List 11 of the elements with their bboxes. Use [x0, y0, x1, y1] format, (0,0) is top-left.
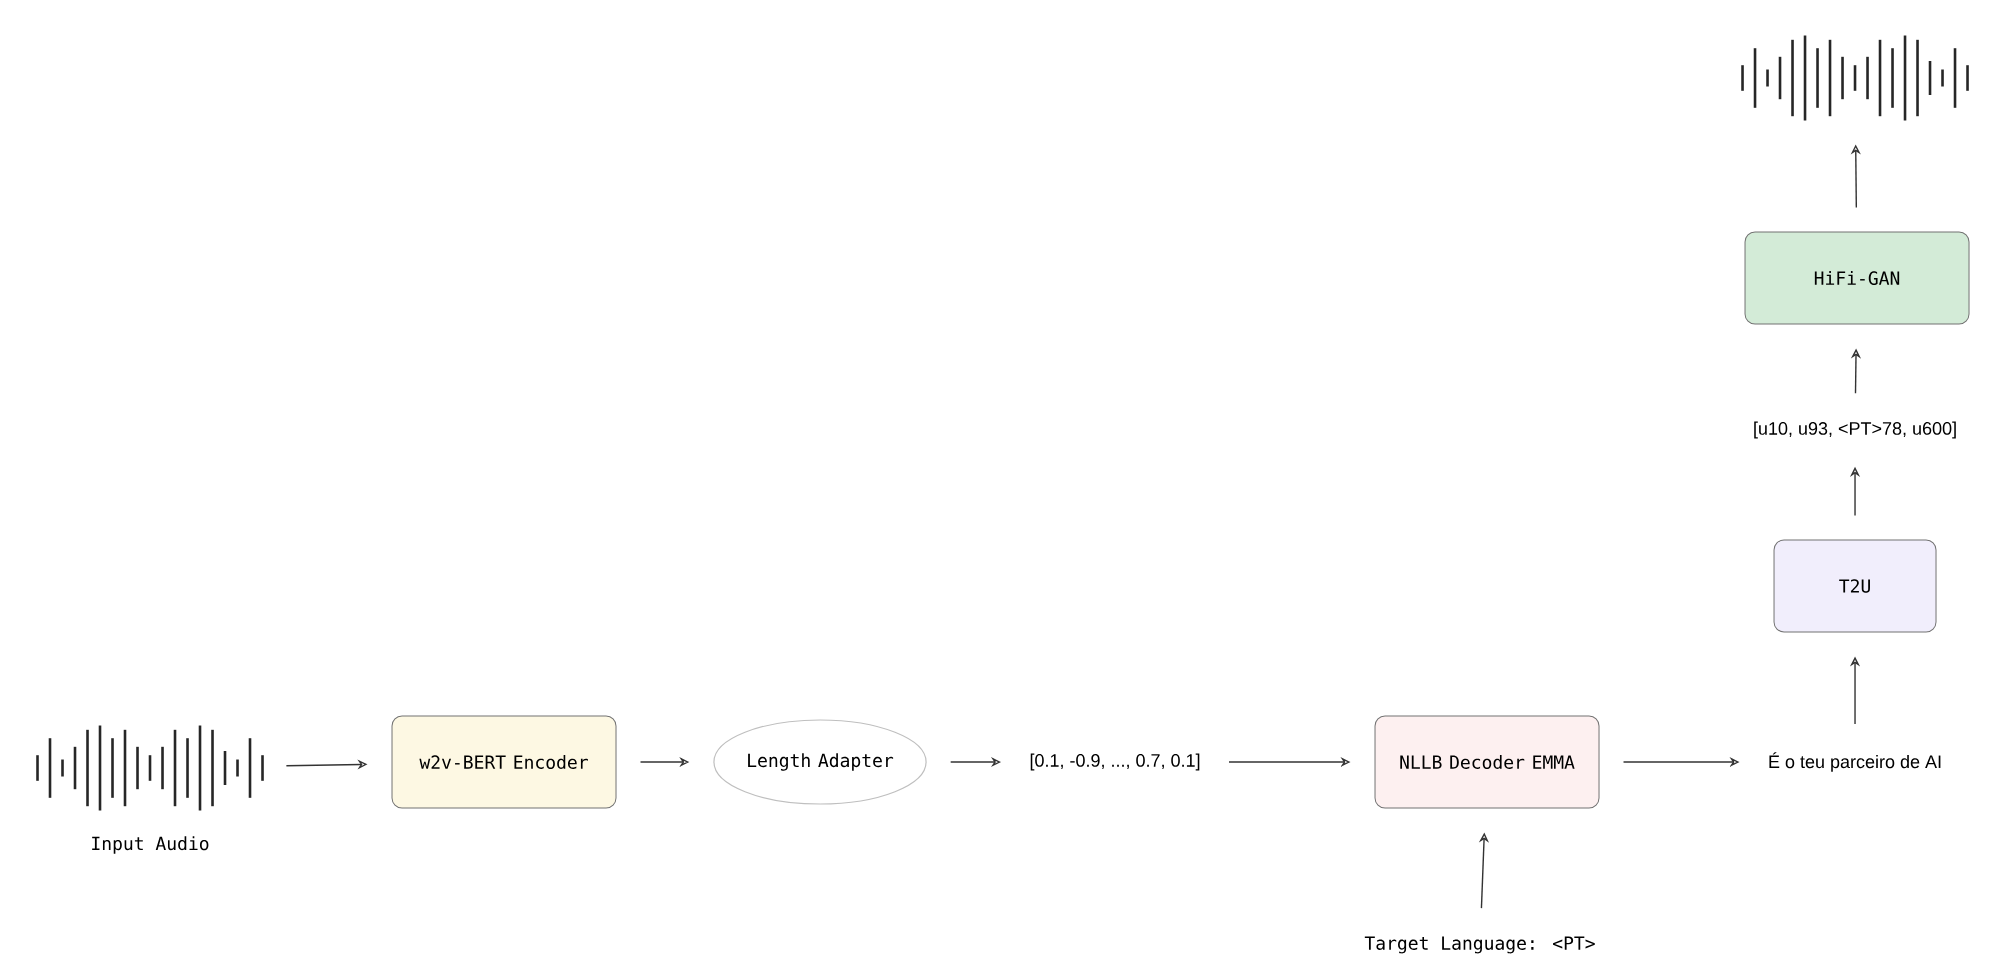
language-text: Target Language: <PT> — [1364, 936, 1595, 954]
vector-text: [0.1, -0.9, ..., 0.7, 0.1] — [1030, 753, 1200, 771]
decoder-box: NLLB Decoder EMMA — [1374, 715, 1600, 809]
t2u-box: T2U — [1773, 539, 1937, 633]
output-text: É o teu parceiro de AI — [1769, 752, 1941, 772]
caption-text: Input Audio — [92, 836, 209, 854]
vocoder-box: HiFi-GAN — [1744, 231, 1970, 325]
encoder-box: w2v-BERT Encoder — [391, 715, 617, 809]
waveform-drawing — [36, 725, 264, 811]
waveform-drawing — [1741, 35, 1969, 121]
unit-text: [u10, u93, <PT>78, u600] — [1754, 421, 1956, 439]
